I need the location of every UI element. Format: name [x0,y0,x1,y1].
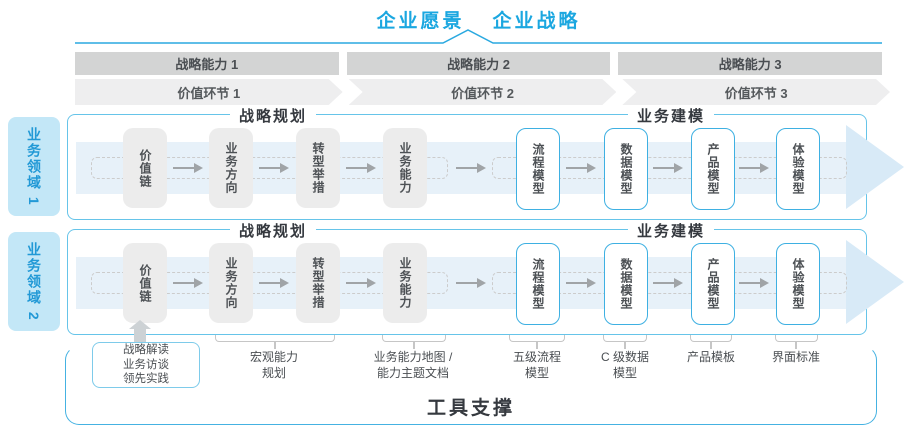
right-arrow-icon [346,278,376,288]
right-arrow-icon [346,163,376,173]
box-experience-model: 体验模型 [776,243,820,325]
flow-band-arrowhead-icon [846,125,904,209]
bracket-icon [382,335,446,342]
right-arrow-icon [566,163,596,173]
planning-header: 战略规划 [229,220,317,241]
value-link-row: 价值环节 1 价值环节 2 价值环节 3 [75,79,890,105]
annotation-capability-map: 业务能力地图 / 能力主题文档 [373,350,453,380]
box-business-capability: 业务能力 [383,128,427,208]
annotation-ui-standard: 界面标准 [771,350,820,364]
box-transformation: 转型举措 [296,128,340,208]
annotation-data-model: C 级数据 模型 [600,350,649,380]
bracket-icon [690,335,732,342]
bracket-stem [536,342,538,349]
right-arrow-icon [653,163,683,173]
annotation-process-model: 五级流程 模型 [512,350,561,380]
bracket-stem [413,342,415,349]
flow-band-arrowhead-icon [846,240,904,324]
interview-line-3: 领先实践 [123,373,169,386]
right-arrow-icon [566,278,596,288]
dashed-track-planning [91,157,448,179]
capability-band-2: 战略能力 2 [346,52,611,75]
up-arrow-icon [128,320,152,342]
capability-band-row: 战略能力 1 战略能力 2 战略能力 3 [75,52,883,75]
right-arrow-icon [739,278,769,288]
page-title: 企业愿景 企业战略 [75,6,882,33]
interview-line-2: 业务访谈 [123,358,169,371]
strategy-title: 企业战略 [492,11,581,32]
right-arrow-icon [456,163,486,173]
right-arrow-icon [653,278,683,288]
right-arrow-icon [259,163,289,173]
right-arrow-icon [456,278,486,288]
lane-domain-2: 价值链 业务方向 转型举措 业务能力 流程模型 数据模型 产品模型 体验模型 战… [67,220,904,335]
interview-box: 战略解读 业务访谈 领先实践 [92,342,200,388]
domain-label-1: 业务领域 1 [8,117,60,216]
right-arrow-icon [173,163,203,173]
box-business-direction: 业务方向 [209,243,253,323]
box-process-model: 流程模型 [516,243,560,325]
right-arrow-icon [259,278,289,288]
box-experience-model: 体验模型 [776,128,820,210]
modeling-header: 业务建模 [627,220,715,241]
box-product-model: 产品模型 [691,243,735,325]
annotation-product-template: 产品模板 [686,350,735,364]
box-data-model: 数据模型 [604,243,648,325]
domain-label-2: 业务领域 2 [8,232,60,331]
box-process-model: 流程模型 [516,128,560,210]
box-value-chain: 价值链 [123,128,167,208]
bracket-stem [710,342,712,349]
box-product-model: 产品模型 [691,128,735,210]
box-business-direction: 业务方向 [209,128,253,208]
value-link-2: 价值环节 2 [349,79,617,105]
bracket-icon [775,335,818,342]
capability-band-3: 战略能力 3 [618,52,883,75]
bracket-stem [624,342,626,349]
box-transformation: 转型举措 [296,243,340,323]
modeling-header: 业务建模 [627,105,715,126]
right-arrow-icon [739,163,769,173]
box-value-chain: 价值链 [123,243,167,323]
bracket-stem [274,342,276,349]
lane-domain-1: 价值链 业务方向 转型举措 业务能力 流程模型 数据模型 产品模型 体验模型 战… [67,105,904,220]
dashed-track-modeling [492,272,847,294]
tools-support-container: 工具支撑 [65,346,877,425]
box-business-capability: 业务能力 [383,243,427,323]
bracket-icon [509,335,565,342]
value-link-1: 价值环节 1 [75,79,343,105]
vision-title: 企业愿景 [376,11,465,32]
bracket-stem [795,342,797,349]
box-data-model: 数据模型 [604,128,648,210]
bracket-icon [603,335,647,342]
interview-line-1: 战略解读 [123,344,169,357]
annotation-macro-capability: 宏观能力 规划 [249,350,298,380]
value-link-3: 价值环节 3 [622,79,890,105]
dashed-track-planning [91,272,448,294]
capability-band-1: 战略能力 1 [75,52,339,75]
right-arrow-icon [173,278,203,288]
title-underline-caret [75,29,882,44]
tools-support-label: 工具支撑 [426,398,515,419]
planning-header: 战略规划 [229,105,317,126]
dashed-track-modeling [492,157,847,179]
bracket-icon [215,335,335,342]
